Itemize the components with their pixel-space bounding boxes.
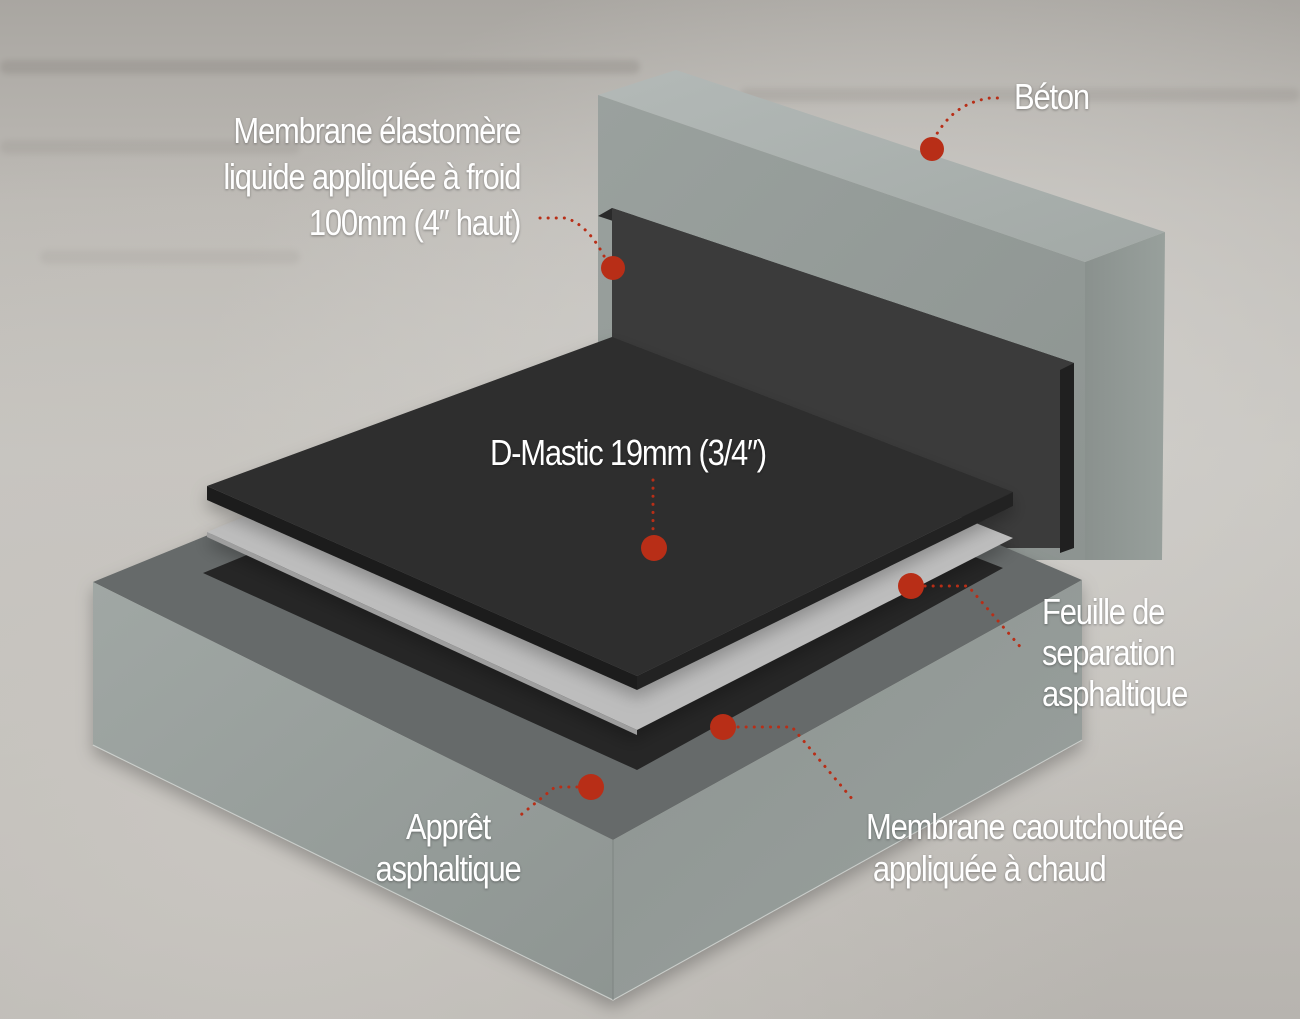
background-texture [740,88,1300,102]
label-beton: Béton [1014,76,1090,117]
d-mastic-layer [207,337,1013,690]
d-mastic-right-edge [637,492,1013,690]
wall-side-face [1085,232,1165,560]
label-primer: Apprêt asphaltique [375,806,521,889]
wall-top-face [598,70,1165,262]
callout-rubber-membrane [710,714,855,802]
d-mastic-left-edge [207,486,637,690]
slab-right-face [613,580,1082,1000]
callouts [515,96,1025,820]
background-texture [40,250,300,264]
callout-separation-sheet [898,573,1025,652]
label-separation-sheet: Feuille de separation asphaltique [1042,591,1188,714]
callout-beton [920,96,1002,161]
background-texture [0,140,300,154]
background-texture [0,60,640,74]
callout-d-mastic [641,478,667,561]
label-wall-membrane: Membrane élastomère liquide appliquée à … [223,110,521,243]
label-rubber-membrane: Membrane caoutchoutée appliquée à chaud [866,806,1184,889]
label-d-mastic: D-Mastic 19mm (3/4″) [490,432,767,473]
slab-left-face [93,582,613,1000]
d-mastic-top [207,337,1013,676]
callout-primer [515,774,604,820]
callout-wall-membrane [538,216,625,280]
